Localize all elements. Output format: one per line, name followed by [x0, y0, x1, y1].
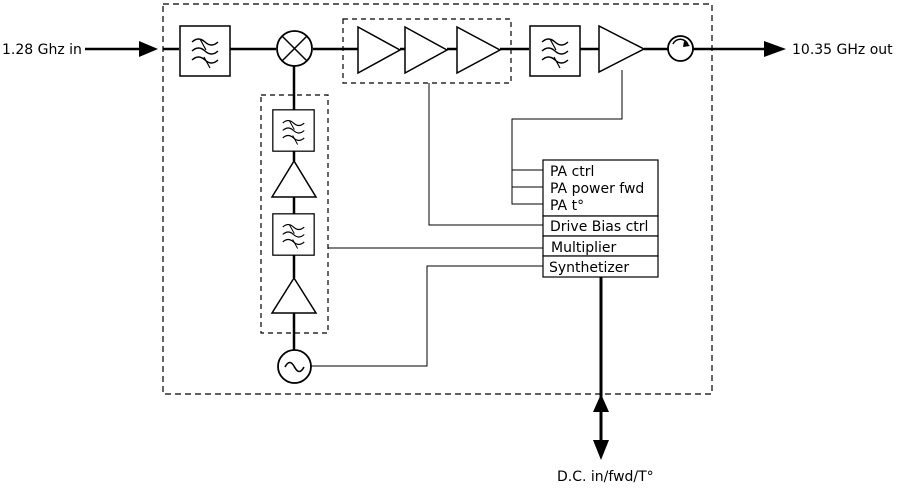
drive-bias-ctrl-label: Drive Bias ctrl: [550, 219, 648, 235]
multiplier-chain-filter-icon: [272, 213, 315, 256]
dc-arrow-down-icon: [593, 440, 609, 460]
synthesizer-label: Synthetizer: [549, 260, 629, 276]
multiplier-chain-group: [260, 94, 329, 334]
multiplier-chain-filter-icon: [272, 109, 315, 152]
isolator-icon: [667, 35, 694, 62]
output-label: 10.35 GHz out: [792, 42, 893, 58]
output-bandpass-filter-icon: [529, 25, 581, 77]
module-boundary: [162, 3, 713, 395]
input-label: 1.28 Ghz in: [2, 42, 82, 58]
multiplier-chain-amplifier-icon: [270, 276, 318, 314]
oscillator-icon: [277, 349, 312, 384]
dc-label: D.C. in/fwd/T°: [557, 469, 654, 485]
driver-amplifier-icon: [357, 25, 502, 75]
control-lines: [311, 70, 623, 367]
input-arrow-icon: [139, 41, 158, 57]
control-block: [542, 159, 659, 278]
driver-amplifier-group: [342, 18, 512, 84]
pa-ctrl-label: PA ctrl: [550, 164, 594, 180]
multiplier-label: Multiplier: [551, 240, 617, 256]
multiplier-chain-amplifier-icon: [270, 159, 318, 198]
dc-arrow-up-icon: [593, 394, 609, 412]
power-amplifier-icon: [598, 24, 646, 74]
pa-power-fwd-label: PA power fwd: [550, 181, 644, 197]
pa-temperature-label: PA t°: [550, 198, 584, 214]
input-bandpass-filter-icon: [179, 25, 231, 77]
mixer-icon: [276, 30, 313, 67]
output-arrow-icon: [764, 41, 786, 57]
dc-bus: [593, 277, 609, 460]
